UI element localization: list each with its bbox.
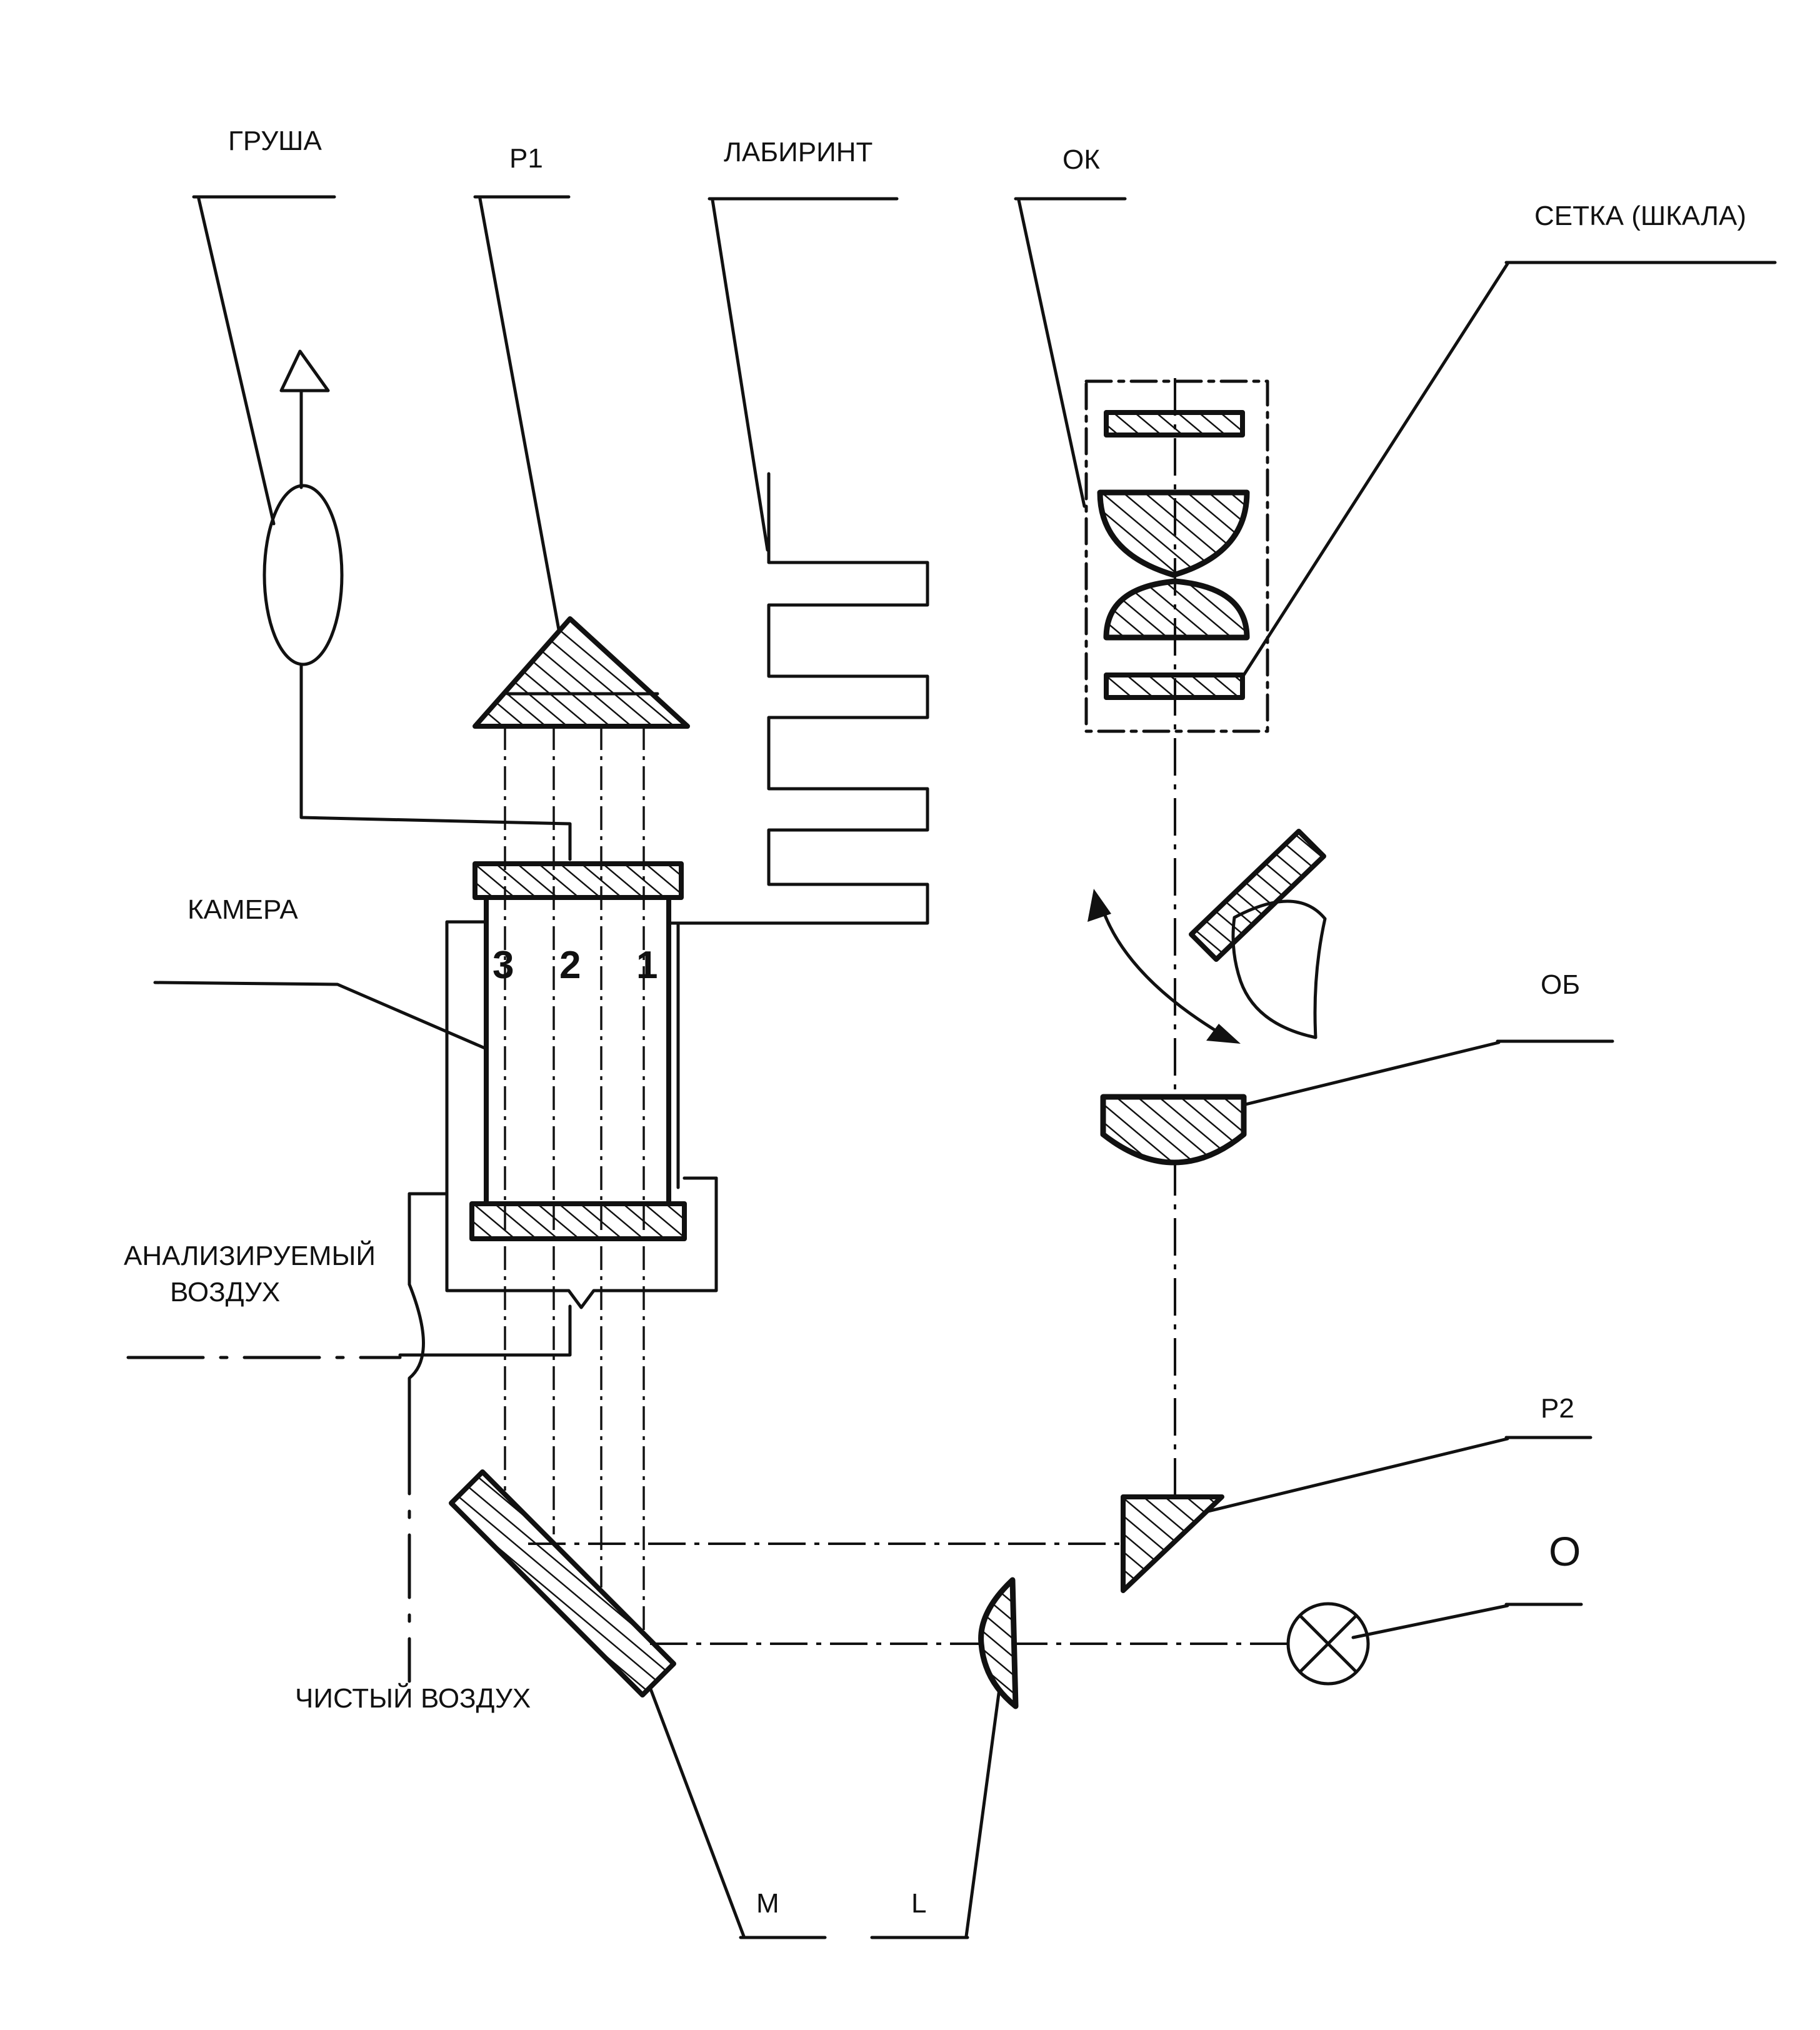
labyrinth	[672, 472, 929, 925]
compensator-plate	[1088, 829, 1327, 1044]
objective-ob	[1100, 1094, 1247, 1166]
label-analiz-line1: АНАЛИЗИРУЕМЫЙ	[124, 1239, 376, 1271]
leader-kamera	[153, 981, 488, 1051]
label-chisty: ЧИСТЫЙ ВОЗДУХ	[295, 1682, 531, 1714]
leader-l	[870, 1673, 1003, 1939]
prism-p1	[472, 616, 690, 729]
ocular-lens-lower	[1103, 578, 1250, 641]
leader-lines	[153, 195, 1777, 1939]
leader-ok	[1014, 197, 1127, 508]
mirror-m	[449, 1469, 676, 1698]
leader-m	[639, 1661, 827, 1939]
label-o: О	[1549, 1528, 1581, 1574]
pump-arrow-head	[279, 349, 330, 392]
ocular-housing	[1084, 379, 1269, 733]
leader-grusha	[192, 195, 336, 526]
rotation-arrow-head-top	[1088, 889, 1111, 922]
leader-labirint	[708, 197, 899, 552]
ocular-lens-upper	[1097, 489, 1250, 578]
condenser-lens-l	[978, 1577, 1019, 1709]
rotation-arrow-head-bottom	[1206, 1024, 1241, 1044]
label-ob: ОБ	[1541, 969, 1580, 1000]
gas-chamber	[126, 861, 718, 1683]
leader-o	[1351, 1602, 1583, 1639]
label-p1: Р1	[509, 143, 543, 174]
leader-ob	[1223, 1039, 1614, 1111]
label-setka: СЕТКА (ШКАЛА)	[1534, 201, 1746, 231]
pear-pump	[262, 349, 572, 861]
chamber-top-window	[472, 861, 684, 900]
ocular-top-plate	[1104, 410, 1245, 438]
light-source-o	[1286, 1602, 1370, 1686]
leader-p1	[473, 195, 571, 652]
label-m: М	[756, 1888, 779, 1919]
chamber-number-1: 1	[636, 944, 658, 987]
pump-bulb	[262, 484, 344, 666]
label-labirint: ЛАБИРИНТ	[724, 137, 872, 168]
label-l: L	[911, 1888, 926, 1919]
chamber-number-2: 2	[559, 944, 581, 987]
chamber-bottom-window	[469, 1201, 687, 1241]
label-ok: ОК	[1062, 144, 1100, 175]
label-analiz-line2: ВОЗДУХ	[170, 1277, 280, 1308]
label-kamera: КАМЕРА	[188, 894, 298, 925]
label-p2: Р2	[1541, 1393, 1574, 1424]
chamber-beams	[504, 726, 645, 1631]
chamber-number-3: 3	[492, 944, 514, 987]
prism-p2	[1121, 1494, 1224, 1593]
ocular-ok	[1084, 379, 1269, 733]
leader-p2	[1201, 1436, 1592, 1514]
leader-setka	[1242, 261, 1777, 677]
rotation-arrow	[1098, 899, 1227, 1038]
label-grusha: ГРУША	[228, 126, 322, 156]
